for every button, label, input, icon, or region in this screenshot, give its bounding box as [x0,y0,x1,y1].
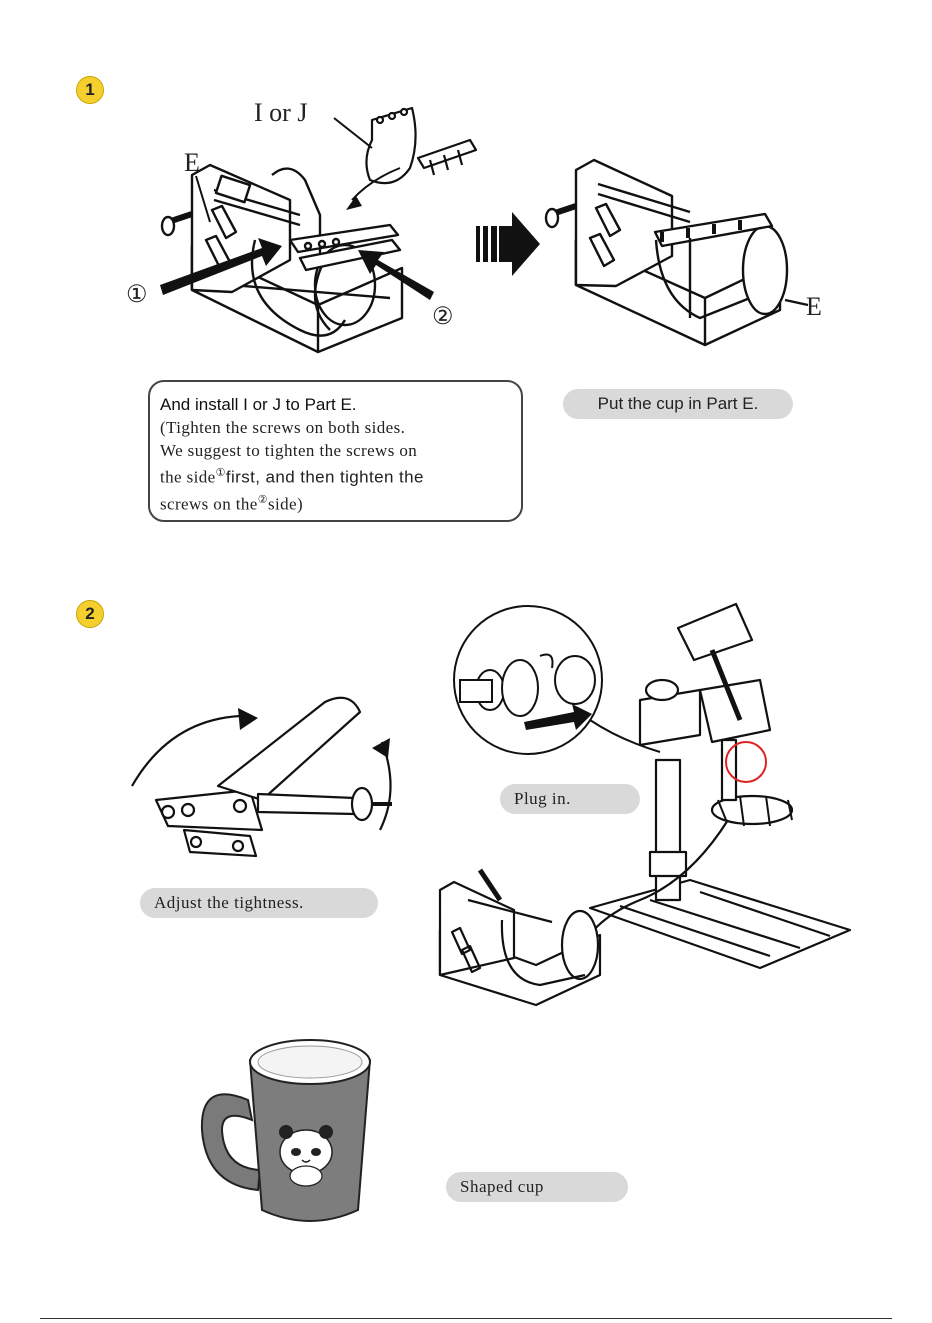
shaped-cup-label: Shaped cup [446,1172,628,1202]
page-bottom-rule [40,1318,892,1319]
